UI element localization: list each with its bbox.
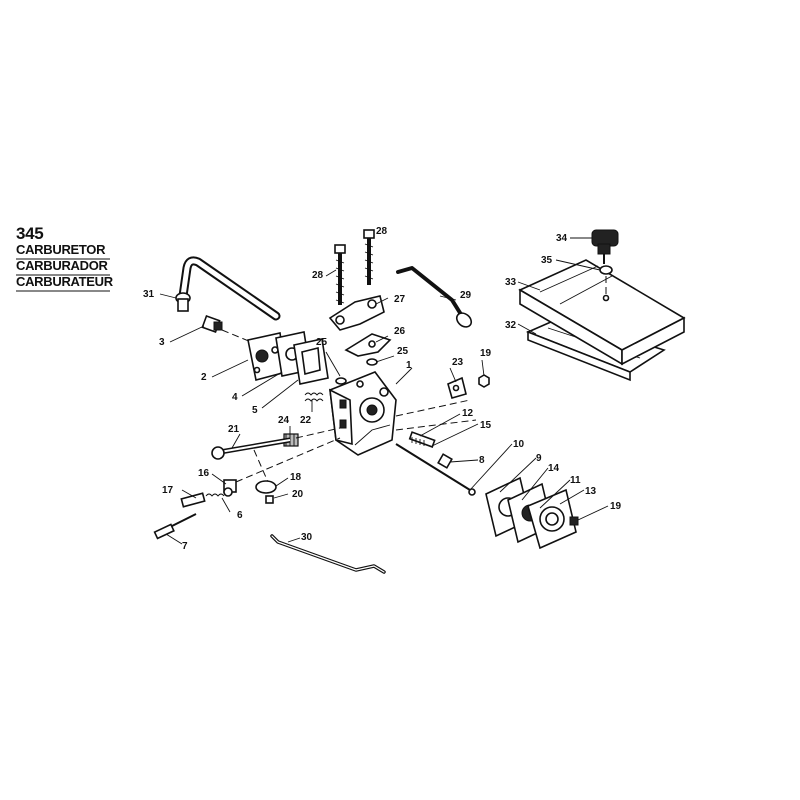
mixture-needle-part <box>180 487 233 508</box>
throttle-plate-part <box>255 480 277 494</box>
clip-part <box>447 376 467 399</box>
part-label-3: 3 <box>159 337 165 348</box>
part-label-7: 7 <box>182 541 188 552</box>
part-label-11: 11 <box>570 475 581 486</box>
title-block: 345 CARBURETOR CARBURADOR CARBURATEUR <box>16 224 113 290</box>
small-screw-part <box>265 495 274 504</box>
screw-part <box>334 229 375 305</box>
pump-diaphragm-part <box>293 338 329 385</box>
part-label-25a: 25 <box>316 337 328 348</box>
part-label-10: 10 <box>513 439 525 450</box>
fuel-line-part <box>175 256 281 321</box>
part-label-28b: 28 <box>376 226 388 237</box>
part-label-2: 2 <box>201 372 207 383</box>
part-label-29: 29 <box>460 290 472 301</box>
fitting-part <box>201 314 257 345</box>
part-label-4: 4 <box>232 392 238 403</box>
throttle-shaft-part <box>211 427 341 483</box>
title-spanish: CARBURADOR <box>16 258 108 273</box>
title-underlines <box>16 258 110 292</box>
part-label-21: 21 <box>228 424 240 435</box>
carburetor-body-part <box>329 371 397 456</box>
part-label-17: 17 <box>162 485 174 496</box>
filter-knob-part <box>591 229 619 264</box>
model-number: 345 <box>16 224 44 243</box>
part-label-1: 1 <box>406 360 412 371</box>
spring-part <box>304 392 324 402</box>
part-label-27: 27 <box>394 294 406 305</box>
air-filter-cover-part <box>518 259 686 366</box>
part-label-14: 14 <box>548 463 560 474</box>
part-label-32: 32 <box>505 320 517 331</box>
idle-needle-part <box>153 513 197 540</box>
part-label-28a: 28 <box>312 270 324 281</box>
throttle-rod-part <box>396 266 473 328</box>
part-label-25b: 25 <box>397 346 409 357</box>
part-label-30: 30 <box>301 532 313 543</box>
part-label-19a: 19 <box>480 348 492 359</box>
title-french: CARBURATEUR <box>16 274 113 289</box>
fuel-pump-cover-part <box>247 332 287 381</box>
part-label-18: 18 <box>290 472 302 483</box>
nut-part <box>478 374 490 388</box>
choke-rod-part <box>270 534 386 574</box>
washer-part <box>335 358 378 385</box>
plate-part <box>344 333 392 357</box>
adjuster-gear-part <box>283 433 299 447</box>
part-label-5: 5 <box>252 405 258 416</box>
part-label-33: 33 <box>505 277 517 288</box>
needle-parts <box>395 399 477 496</box>
part-label-9: 9 <box>536 453 542 464</box>
part-label-8: 8 <box>479 455 485 466</box>
part-label-31: 31 <box>143 289 155 300</box>
part-label-6: 6 <box>237 510 243 521</box>
part-label-22: 22 <box>300 415 312 426</box>
part-label-12: 12 <box>462 408 474 419</box>
part-label-35: 35 <box>541 255 553 266</box>
part-label-15: 15 <box>480 420 492 431</box>
part-label-20: 20 <box>292 489 304 500</box>
bracket-part <box>328 295 385 331</box>
metering-cover-parts <box>485 476 579 550</box>
part-labels: 1 2 3 4 5 6 7 8 9 10 11 12 13 14 15 16 1… <box>143 226 622 552</box>
part-label-24: 24 <box>278 415 290 426</box>
part-label-34: 34 <box>556 233 568 244</box>
part-label-19b: 19 <box>610 501 622 512</box>
leader-lines <box>159 237 609 545</box>
part-label-26: 26 <box>394 326 406 337</box>
part-label-23: 23 <box>452 357 464 368</box>
part-label-13: 13 <box>585 486 597 497</box>
title-english: CARBURETOR <box>16 242 106 257</box>
part-label-16: 16 <box>198 468 210 479</box>
